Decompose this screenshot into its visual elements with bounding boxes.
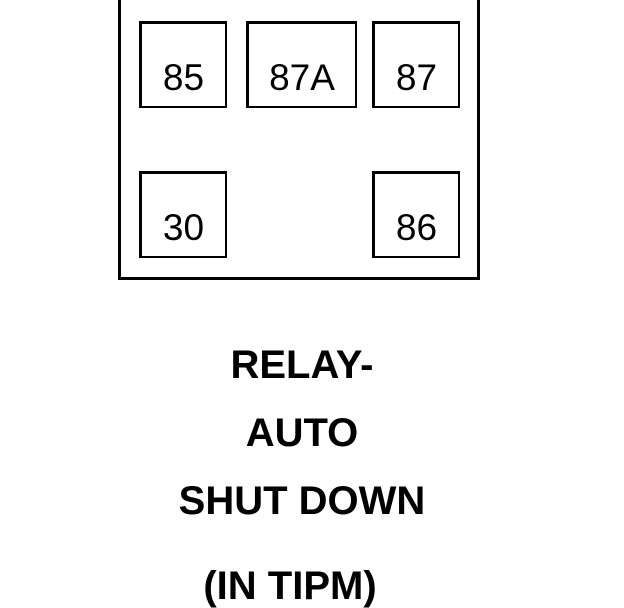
terminal-87-label: 87 <box>395 57 438 98</box>
caption-line-3: SHUT DOWN <box>178 479 426 523</box>
terminal-87a: 87A <box>246 21 357 108</box>
terminal-30: 30 <box>139 171 227 258</box>
terminal-85-label: 85 <box>162 57 205 98</box>
terminal-85: 85 <box>139 21 227 108</box>
caption-line-2: AUTO <box>245 411 359 455</box>
terminal-87: 87 <box>372 21 460 108</box>
terminal-87a-label: 87A <box>269 57 335 98</box>
caption-line-4: (IN TIPM) <box>203 564 377 608</box>
caption-line-1: RELAY- <box>230 343 374 387</box>
relay-connector-outline <box>118 0 480 280</box>
terminal-30-label: 30 <box>162 207 205 248</box>
terminal-86: 86 <box>372 171 460 258</box>
terminal-86-label: 86 <box>395 207 438 248</box>
